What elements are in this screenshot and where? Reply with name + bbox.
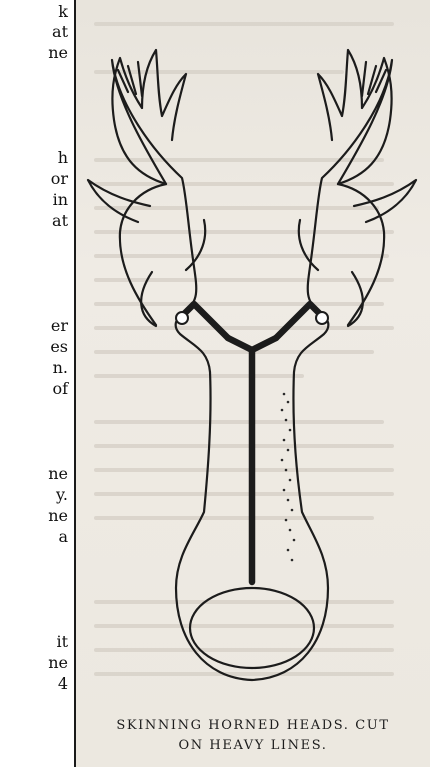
right-ear — [348, 272, 363, 326]
text-fragment: es — [50, 339, 68, 355]
text-fragment: y. — [56, 487, 68, 503]
right-brow-tine — [354, 180, 416, 222]
text-fragment: n. — [53, 360, 68, 376]
text-fragment: ne — [48, 655, 68, 671]
figure-caption-line-1: SKINNING HORNED HEADS. CUT — [76, 718, 430, 733]
text-fragment: in — [53, 192, 68, 208]
left-ear — [141, 272, 156, 326]
text-fragment: k — [58, 4, 68, 20]
text-fragment: a — [58, 529, 68, 545]
text-fragment: at — [52, 24, 68, 40]
nose-oval — [190, 588, 314, 668]
text-fragment: ne — [48, 466, 68, 482]
text-fragment: ne — [48, 45, 68, 61]
figure-photo: SKINNING HORNED HEADS. CUT ON HEAVY LINE… — [76, 0, 430, 767]
text-fragment: of — [52, 381, 68, 397]
text-fragment: h — [58, 150, 68, 166]
right-burr-ring — [316, 312, 328, 324]
text-fragment: 4 — [58, 676, 68, 692]
text-fragment: it — [56, 634, 68, 650]
text-fragment: er — [51, 318, 68, 334]
text-fragment: at — [52, 213, 68, 229]
right-antler — [318, 50, 392, 184]
horned-head-skinning-diagram — [76, 0, 430, 710]
text-fragment: or — [51, 171, 68, 187]
text-fragment: ne — [48, 508, 68, 524]
heavy-cut-line-left-burr — [184, 304, 228, 338]
left-antler — [112, 50, 186, 184]
figure-caption-line-2: ON HEAVY LINES. — [76, 738, 430, 753]
left-brow-tine — [88, 180, 150, 222]
heavy-cut-line-right-burr — [276, 304, 320, 338]
left-burr-ring — [176, 312, 188, 324]
previous-page-text-column: k at ne h or in at er es n. of ne y. ne … — [0, 0, 76, 767]
